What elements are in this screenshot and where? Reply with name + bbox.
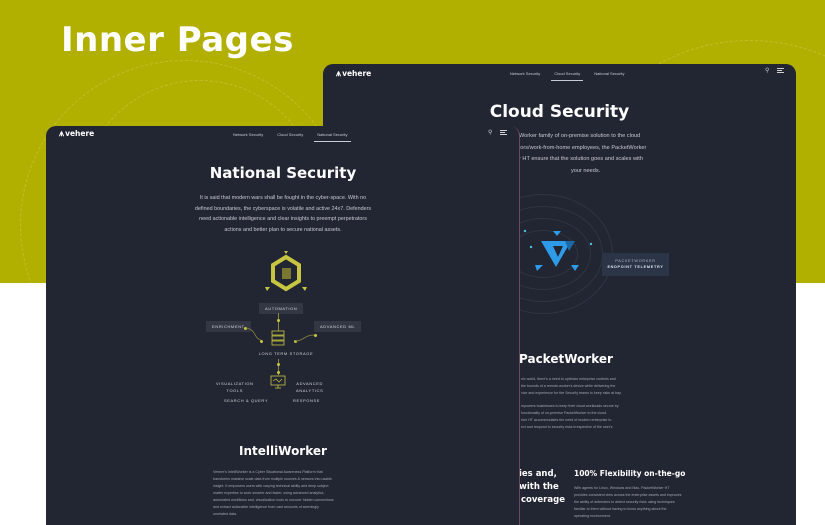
search-icon[interactable]: ⚲ [765, 68, 770, 74]
intelliworker-heading: IntelliWorker [239, 444, 327, 458]
nav-national-security[interactable]: National Security [594, 71, 625, 76]
top-nav: Network Security Cloud Security National… [510, 71, 625, 81]
analytics-label: ADVANCED ANALYTICS [296, 381, 324, 393]
national-heading: National Security [209, 164, 357, 182]
flexibility-para: With agents for Linux, Windows and Mac, … [574, 486, 682, 518]
packetworker-telemetry-badge: PACKETWORKER ENDPOINT TELEMETRY [602, 253, 669, 276]
cloud-heading: Cloud Security [489, 102, 630, 122]
packetworker-para-2: mpowers businesses to keep their cloud w… [521, 404, 619, 429]
top-nav: Network Security Cloud Security National… [233, 132, 351, 142]
visualization-label: VISUALIZATION TOOLS [216, 381, 254, 393]
automation-label: AUTOMATION [259, 303, 304, 314]
intelliworker-diagram: AUTOMATION ENRICHMENT ADVANCED ML LONG T… [196, 251, 376, 411]
enrichment-label: ENRICHMENT [206, 321, 251, 332]
intelliworker-logo-icon [265, 251, 307, 292]
menu-icon[interactable] [500, 130, 508, 135]
nav-national-security[interactable]: National Security [314, 132, 351, 142]
search-icon[interactable]: ⚲ [488, 130, 493, 136]
vehere-logo[interactable]: ⩚ vehere [59, 129, 95, 139]
national-security-window: ⩚ vehere Network Security Cloud Security… [46, 126, 520, 525]
page-title: Inner Pages [61, 20, 294, 60]
vehere-logo[interactable]: ⩚ vehere [336, 69, 372, 79]
storage-server-icon [271, 330, 285, 346]
cloud-intro: Worker family of on-premise solution to … [519, 133, 647, 174]
search-query-label: SEARCH & QUERY [224, 398, 269, 403]
nav-network-security[interactable]: Network Security [510, 71, 541, 76]
advanced-ml-label: ADVANCED ML [314, 321, 362, 332]
vehere-logo-icon: ⩚ [336, 69, 342, 79]
nav-network-security[interactable]: Network Security [233, 132, 264, 137]
packetworker-heading: PacketWorker [519, 352, 613, 366]
packetworker-para-1: nic world, there's a need to optimize en… [521, 377, 622, 395]
partial-heading: ies and, with the coverage [519, 469, 565, 505]
monitor-icon [270, 375, 286, 389]
nav-cloud-security[interactable]: Cloud Security [277, 132, 304, 137]
storage-label: LONG TERM STORAGE [258, 351, 314, 356]
flexibility-heading: 100% Flexibility on-the-go [574, 469, 686, 478]
menu-icon[interactable] [777, 68, 785, 73]
packetworker-logo-icon [523, 229, 593, 271]
intelliworker-para: Vehere's IntelliWorker is a Cyber Situat… [213, 470, 334, 516]
nav-cloud-security[interactable]: Cloud Security [551, 71, 584, 81]
response-label: RESPONSE [293, 398, 321, 403]
vehere-logo-icon: ⩚ [59, 129, 65, 139]
national-intro: It is said that modern wars shall be fou… [194, 195, 372, 233]
